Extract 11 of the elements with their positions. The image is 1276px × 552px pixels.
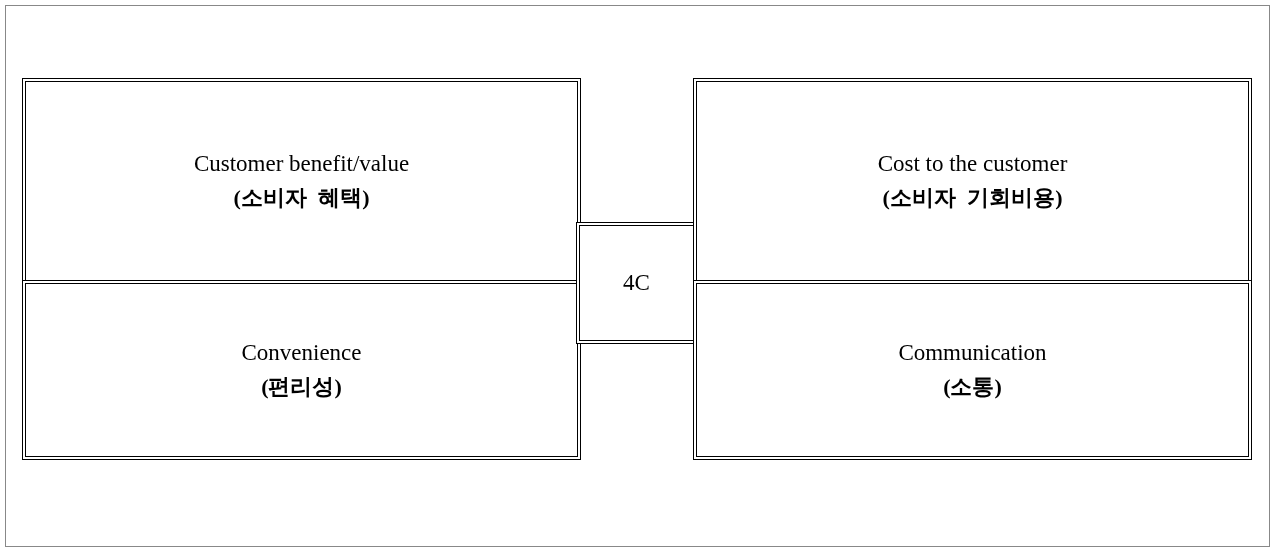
box-subtitle: (소비자 혜택) <box>233 184 370 212</box>
box-title: Communication <box>898 339 1047 367</box>
box-subtitle: (소통) <box>943 373 1002 401</box>
box-subtitle: (소비자 기회비용) <box>882 184 1063 212</box>
quadrant-box <box>22 280 581 460</box>
box-title: Convenience <box>241 339 362 367</box>
box-subtitle: (편리성) <box>261 373 342 401</box>
box-title: Cost to the customer <box>877 150 1068 178</box>
quadrant-box <box>693 280 1252 460</box>
box-title: 4C <box>623 269 650 297</box>
box-title: Customer benefit/value <box>193 150 410 178</box>
